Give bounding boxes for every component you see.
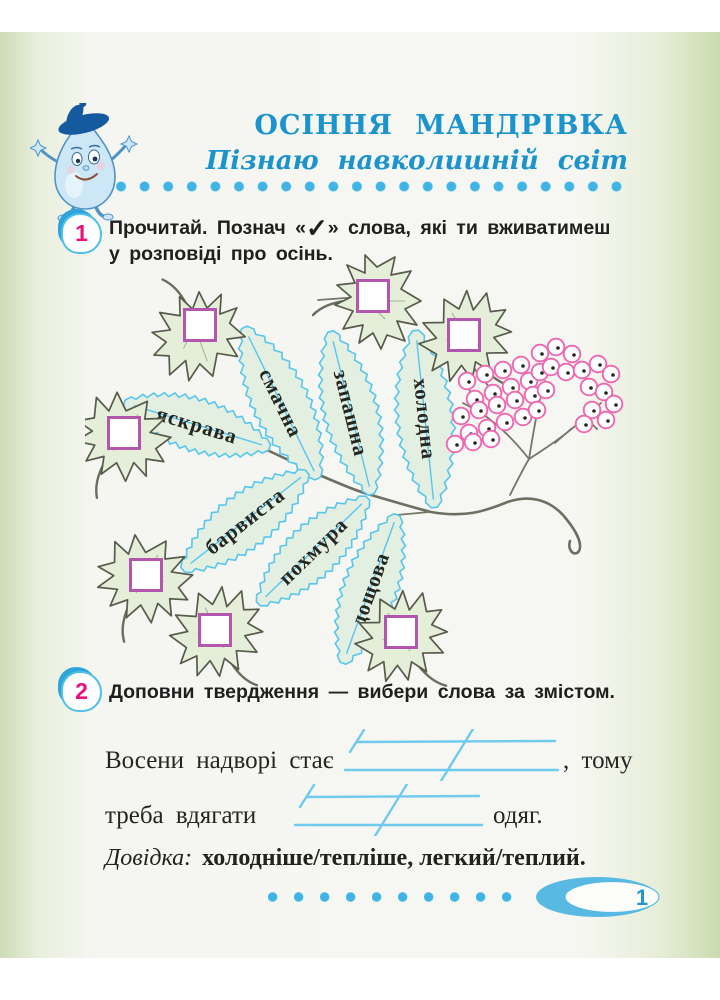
word-leaf-doshchova: дощова [333,512,407,666]
word-leaf-yaskrava: яскрава [122,391,272,459]
word-checkbox-6[interactable] [198,613,232,647]
rowan-berries [445,337,624,454]
reference-label: Довідка: [105,845,193,871]
page-subtitle: Пізнаю навколишній світ [205,146,628,176]
autumn-branch-illustration: яскрава смачна запашна холодна барвиста … [85,253,624,688]
task1-text-after-check: » слова, які ти вживатимеш [327,217,611,239]
task2-instruction: Доповни твердження — вибери слова за змі… [109,679,659,705]
answer-blank-1[interactable] [343,729,561,781]
word-checkbox-1[interactable] [183,308,217,342]
word-checkbox-7[interactable] [384,615,418,649]
task1-number-badge: 1 [61,213,102,254]
task2-number-badge: 2 [61,671,102,712]
page-title: ОСІННЯ МАНДРІВКА [254,110,628,141]
word-checkbox-2[interactable] [356,279,390,313]
mascot-cap [58,103,110,135]
answer-blank-2[interactable] [293,784,485,836]
word-leaf-kholodna: холодна [393,329,457,509]
header-dotted-divider [116,181,634,192]
word-leaf-zapashna: запашна [317,329,385,497]
rowan-branch-stem [265,448,582,555]
reference-options: холодніше/тепліше, легкий/теплий. [202,845,586,871]
sentence-line-1: Восени надворі стає , тому [105,727,665,781]
sentence-part1: Восени надворі стає [105,747,334,774]
task2-number: 2 [75,678,88,704]
task2-text: Доповни твердження — вибери слова за змі… [109,681,615,703]
reference-line: Довідка: холодніше/тепліше, легкий/теплий… [105,845,586,872]
word-checkbox-5[interactable] [129,558,163,592]
page-number: 1 [636,885,648,910]
sentence-part3: треба вдягати [105,802,257,829]
water-drop-mascot [30,103,139,221]
sentence-part4: одяг. [493,802,543,829]
footer-dotted-divider [268,892,528,902]
task1-instruction: Прочитай. Познач «✓» слова, які ти вжива… [109,215,659,267]
sentence-part2: , тому [563,747,633,774]
task1-text-before-check: Прочитай. Познач « [109,217,306,239]
page-number-badge: 1 [536,877,660,917]
sentence-line-2: треба вдягати одяг. [105,782,665,836]
word-checkbox-4[interactable] [107,416,141,450]
page-header: ОСІННЯ МАНДРІВКА Пізнаю навколишній світ [206,110,628,176]
task1-number: 1 [75,220,88,246]
word-checkbox-3[interactable] [447,318,481,352]
page-background: ОСІННЯ МАНДРІВКА Пізнаю навколишній світ… [0,32,720,958]
checkmark-symbol: ✓ [305,213,328,243]
task1-text-line2: у розповіді про осінь. [109,243,333,265]
